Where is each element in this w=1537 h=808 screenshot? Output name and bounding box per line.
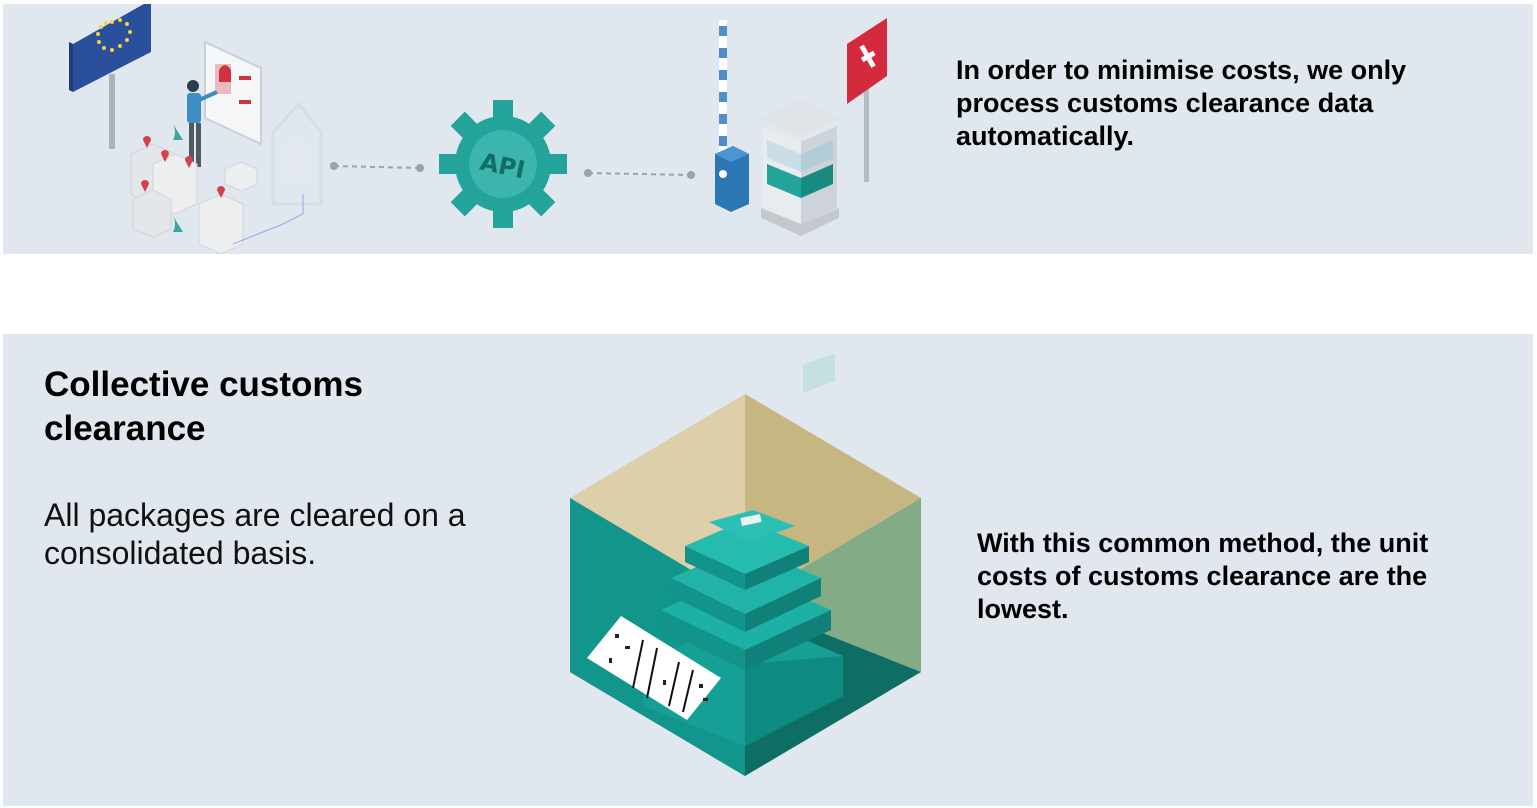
top-statement: In order to minimise costs, we only proc… bbox=[956, 55, 1407, 151]
bottom-statement: With this common method, the unit costs … bbox=[977, 528, 1429, 624]
barrier-gate-icon bbox=[715, 20, 749, 212]
package-stack-icon bbox=[643, 353, 843, 746]
section-title: Collective customs clearance bbox=[44, 365, 363, 448]
automatic-processing-illustration: API bbox=[69, 4, 887, 254]
swiss-flag-icon bbox=[847, 18, 887, 182]
connector-right bbox=[584, 169, 695, 179]
eu-flag-icon bbox=[69, 4, 151, 149]
section-description: All packages are cleared on a consolidat… bbox=[44, 497, 466, 571]
bottom-panel: Collective customs clearance All package… bbox=[3, 334, 1533, 806]
connector-left bbox=[330, 162, 424, 172]
barcode-label-icon bbox=[587, 616, 721, 720]
customs-booth-icon bbox=[759, 100, 841, 236]
api-gear-icon: API bbox=[439, 100, 567, 228]
top-panel: API bbox=[3, 4, 1533, 254]
warehouse-worker-icon bbox=[130, 40, 323, 254]
collective-clearance-illustration bbox=[570, 353, 921, 776]
